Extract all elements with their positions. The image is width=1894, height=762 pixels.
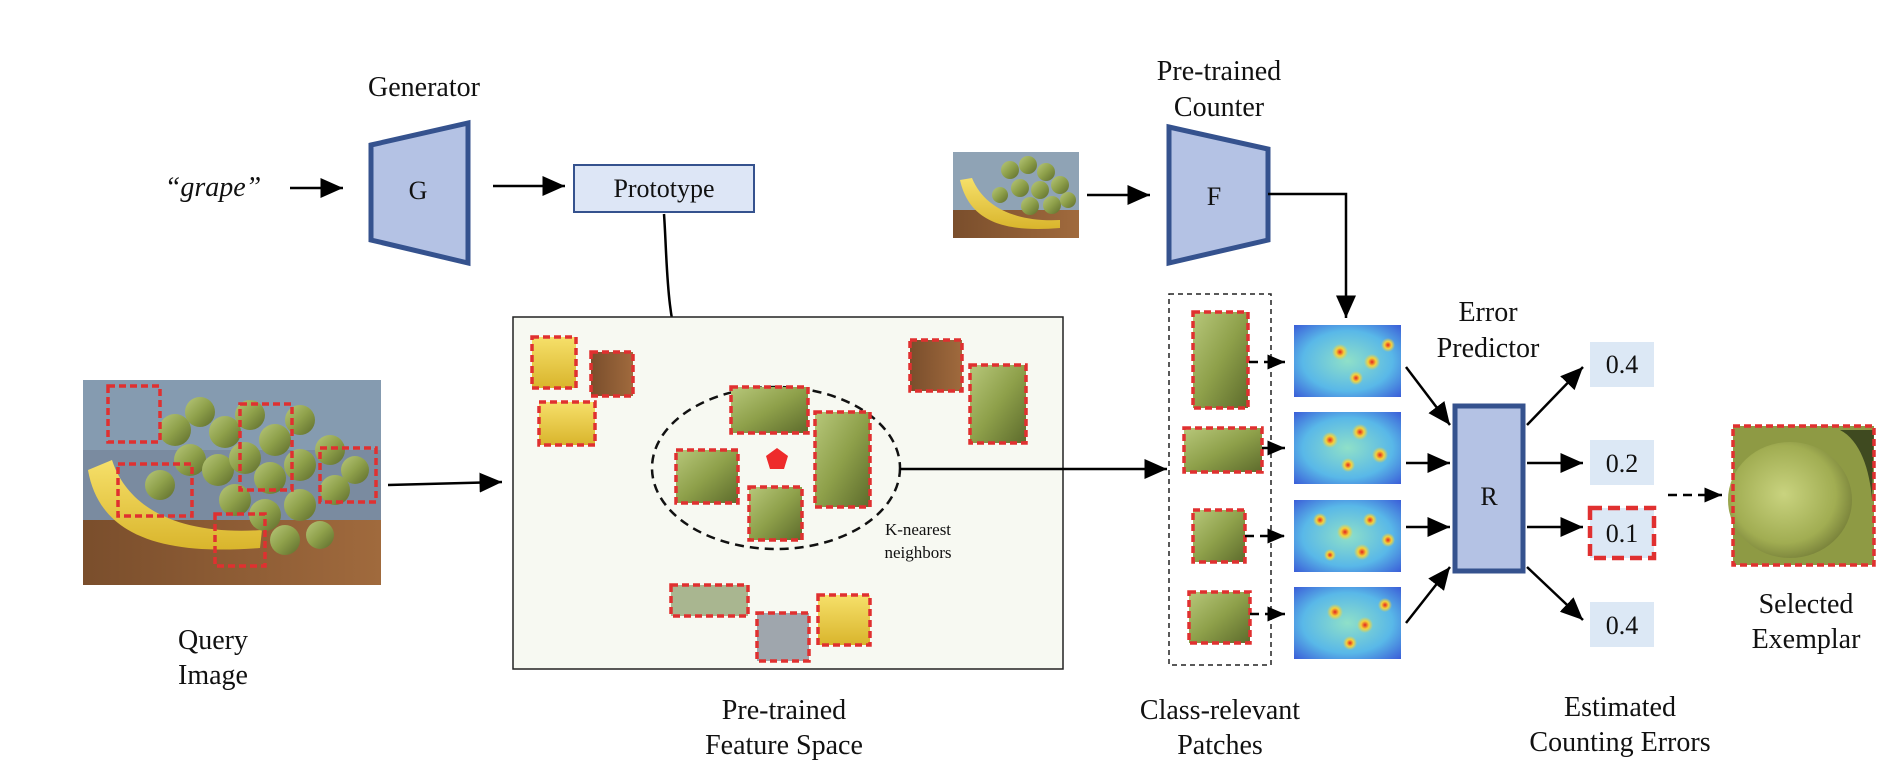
counter-symbol: F xyxy=(1207,182,1221,211)
error-value-4: 0.4 xyxy=(1606,611,1639,640)
error-box-1 xyxy=(1590,342,1654,387)
exemplar-label-line1: Selected xyxy=(1759,589,1854,620)
error-values: 0.4 0.2 0.1 0.4 xyxy=(1587,342,1657,647)
query-label-line1: Query xyxy=(178,625,248,656)
feature-space-label-line2: Feature Space xyxy=(705,730,863,761)
error-value-1: 0.4 xyxy=(1606,350,1639,379)
counter-to-heatmaps-arrow xyxy=(1268,192,1356,318)
class-patches-label-line2: Patches xyxy=(1177,730,1263,761)
heatmap-3 xyxy=(1294,500,1401,572)
error-value-3: 0.1 xyxy=(1606,519,1639,548)
exemplar-input-image xyxy=(953,152,1079,238)
knn-label-line1: K-nearest xyxy=(885,520,951,539)
predictor-to-error1-arrow xyxy=(1526,366,1584,426)
counter-label-line2: Counter xyxy=(1174,92,1265,123)
counter-block xyxy=(1166,123,1271,267)
feature-patches xyxy=(530,335,1028,663)
text-prompt: “grape” xyxy=(165,172,261,203)
query-label-line2: Image xyxy=(178,660,248,691)
error-box-3-selected xyxy=(1587,505,1657,561)
heatmap-2 xyxy=(1294,412,1401,484)
errors-label-line2: Counting Errors xyxy=(1529,727,1710,758)
heatmap1-to-predictor-arrow xyxy=(1405,366,1451,426)
feature-space-label-line1: Pre-trained xyxy=(722,695,846,726)
prototype-label: Prototype xyxy=(613,174,714,203)
predictor-label-line2: Predictor xyxy=(1437,333,1540,364)
error-box-4 xyxy=(1590,602,1654,647)
nearest-patches xyxy=(674,385,872,542)
counter-label-line1: Pre-trained xyxy=(1157,56,1281,87)
prototype-marker xyxy=(766,448,788,469)
query-image xyxy=(83,380,381,585)
exemplar-label-line2: Exemplar xyxy=(1752,624,1862,655)
generator-block xyxy=(368,119,471,267)
selected-exemplar-image xyxy=(1728,424,1876,567)
predictor-to-error4-arrow xyxy=(1526,566,1584,621)
prototype-box xyxy=(573,164,755,213)
error-box-2 xyxy=(1590,440,1654,485)
generator-label: Generator xyxy=(368,72,481,103)
error-value-2: 0.2 xyxy=(1606,449,1639,478)
class-patches-label-line1: Class-relevant xyxy=(1140,695,1300,726)
errors-label-line1: Estimated xyxy=(1564,692,1676,723)
density-heatmaps xyxy=(1294,325,1401,659)
predictor-symbol: R xyxy=(1480,482,1498,511)
generator-symbol: G xyxy=(409,176,428,205)
heatmap-1 xyxy=(1294,325,1401,397)
heatmap-4 xyxy=(1294,587,1401,659)
query-to-feature-arrow xyxy=(387,472,503,493)
class-relevant-patches xyxy=(1182,310,1264,645)
knn-label-line2: neighbors xyxy=(884,543,951,562)
heatmap4-to-predictor-arrow xyxy=(1405,566,1451,624)
predictor-label-line1: Error xyxy=(1458,297,1518,328)
error-predictor-block xyxy=(1452,403,1526,574)
class-patches-box xyxy=(1168,293,1272,666)
